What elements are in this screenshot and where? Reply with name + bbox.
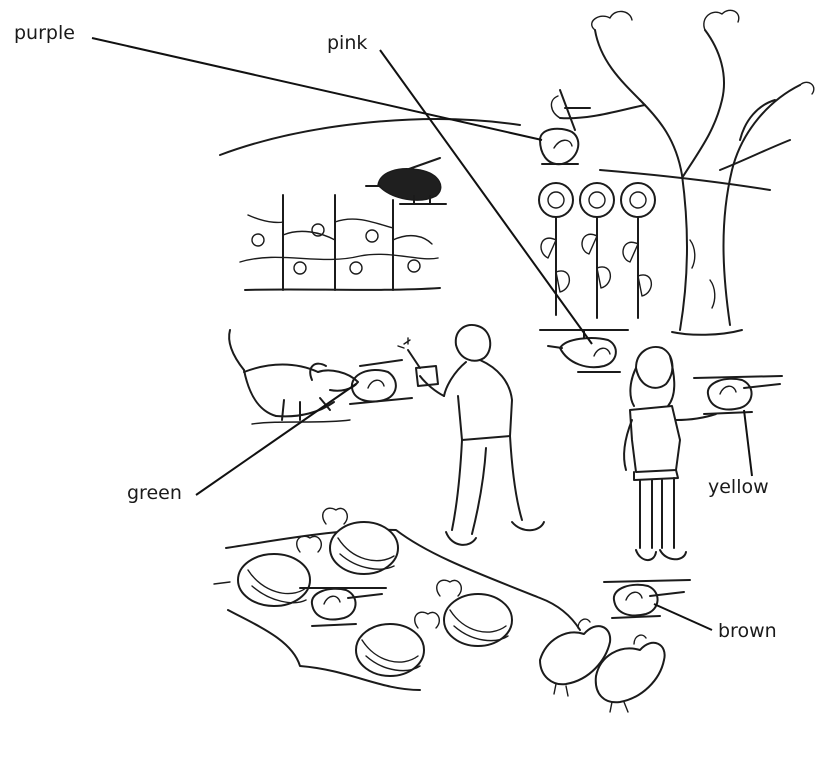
leader-line-brown xyxy=(653,603,713,631)
horizon-hill-right xyxy=(599,169,771,191)
sunflower xyxy=(620,182,656,319)
horizon-hill xyxy=(219,118,521,156)
label-purple: purple xyxy=(14,22,75,44)
tree xyxy=(550,9,815,336)
sunflowers xyxy=(538,182,656,319)
helicopter-brown xyxy=(603,579,691,619)
sunflower xyxy=(579,182,615,319)
melon-patch xyxy=(213,507,581,691)
label-brown: brown xyxy=(718,620,777,642)
boy xyxy=(397,324,545,546)
label-green: green xyxy=(127,482,182,504)
girl xyxy=(623,346,717,561)
helicopter-melon-patch xyxy=(299,587,387,627)
helicopter-pink xyxy=(539,329,629,373)
sunflower xyxy=(538,182,574,316)
hens xyxy=(539,618,666,713)
leader-line-green xyxy=(195,383,357,496)
label-pink: pink xyxy=(327,32,368,54)
helicopter-yellow xyxy=(693,375,783,415)
dog xyxy=(228,329,359,425)
helicopter-dark xyxy=(365,157,447,205)
label-yellow: yellow xyxy=(708,476,769,498)
helicopter-green xyxy=(349,359,413,405)
helicopter-purple xyxy=(539,89,591,166)
leader-line-yellow xyxy=(743,409,753,477)
leader-line-purple xyxy=(91,37,543,141)
leader-line-pink xyxy=(379,49,593,345)
vegetable-plants xyxy=(239,194,441,291)
